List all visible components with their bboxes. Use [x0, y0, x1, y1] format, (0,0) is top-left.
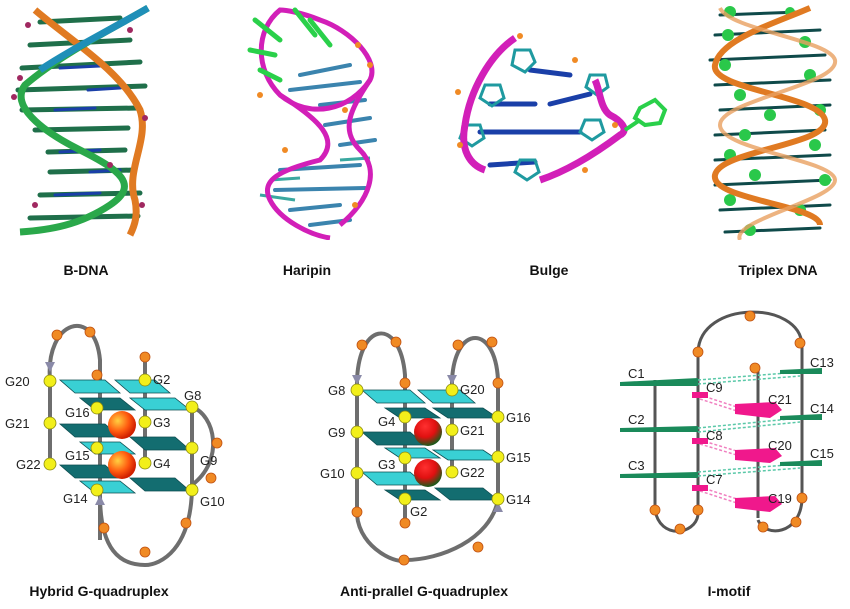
cation-icon — [108, 451, 136, 479]
label-g22: G22 — [16, 457, 41, 472]
label-g21: G21 — [5, 416, 30, 431]
hairpin-model — [240, 0, 440, 241]
label-c7: C7 — [706, 472, 723, 487]
label-c1: C1 — [628, 366, 645, 381]
label-c20: C20 — [768, 438, 792, 453]
caption-bulge: Bulge — [529, 262, 569, 278]
antiparallel-g-quadruplex-diagram: G8 G20 G4 G16 G9 G21 G15 G3 G10 G22 G14 … — [300, 300, 550, 580]
i-motif-diagram: C1 C13 C9 C21 C2 C14 C8 C20 C3 C15 C7 C1… — [600, 300, 850, 580]
label-c13: C13 — [810, 355, 834, 370]
label-g14: G14 — [63, 491, 88, 506]
hybrid-g-quadruplex-diagram: G20 G2 G8 G16 G3 G21 G15 G4 G9 G22 G14 G… — [0, 300, 250, 580]
label-c8: C8 — [706, 428, 723, 443]
bulge-model — [440, 20, 680, 220]
label-g10: G10 — [200, 494, 225, 509]
cation-icon — [414, 459, 442, 487]
label-c15: C15 — [810, 446, 834, 461]
label-g16: G16 — [65, 405, 90, 420]
label-c9: C9 — [706, 380, 723, 395]
label-g22: G22 — [460, 465, 485, 480]
label-g15: G15 — [506, 450, 531, 465]
label-g2: G2 — [153, 372, 170, 387]
label-g3: G3 — [153, 415, 170, 430]
label-g2: G2 — [410, 504, 427, 519]
label-g20: G20 — [460, 382, 485, 397]
triplex-helix-icon — [708, 5, 838, 241]
cation-icon — [108, 411, 136, 439]
bulge-structure-icon — [455, 33, 668, 184]
label-g9: G9 — [328, 425, 345, 440]
label-c2: C2 — [628, 412, 645, 427]
caption-antiparallel-g-quadruplex: Anti-prallel G-quadruplex — [339, 583, 509, 599]
label-g3: G3 — [378, 457, 395, 472]
b-dna-helix-icon — [11, 4, 150, 237]
label-c3: C3 — [628, 458, 645, 473]
label-g9: G9 — [200, 453, 217, 468]
label-c21: C21 — [768, 392, 792, 407]
hairpin-structure-icon — [247, 7, 377, 241]
label-g16: G16 — [506, 410, 531, 425]
label-g8: G8 — [184, 388, 201, 403]
label-g21: G21 — [460, 423, 485, 438]
caption-hairpin: Haripin — [282, 262, 332, 278]
triplex-dna-model — [670, 0, 850, 241]
label-c14: C14 — [810, 401, 834, 416]
label-g8: G8 — [328, 383, 345, 398]
label-g10: G10 — [320, 466, 345, 481]
label-g4: G4 — [153, 456, 170, 471]
label-g14: G14 — [506, 492, 531, 507]
cation-icon — [414, 418, 442, 446]
caption-triplex-dna: Triplex DNA — [738, 262, 818, 278]
label-g4: G4 — [378, 414, 395, 429]
caption-b-dna: B-DNA — [63, 262, 109, 278]
caption-hybrid-g-quadruplex: Hybrid G-quadruplex — [29, 583, 169, 599]
label-g15: G15 — [65, 448, 90, 463]
b-dna-model — [0, 0, 220, 240]
label-g20: G20 — [5, 374, 30, 389]
label-c19: C19 — [768, 491, 792, 506]
caption-i-motif: I-motif — [707, 583, 751, 599]
